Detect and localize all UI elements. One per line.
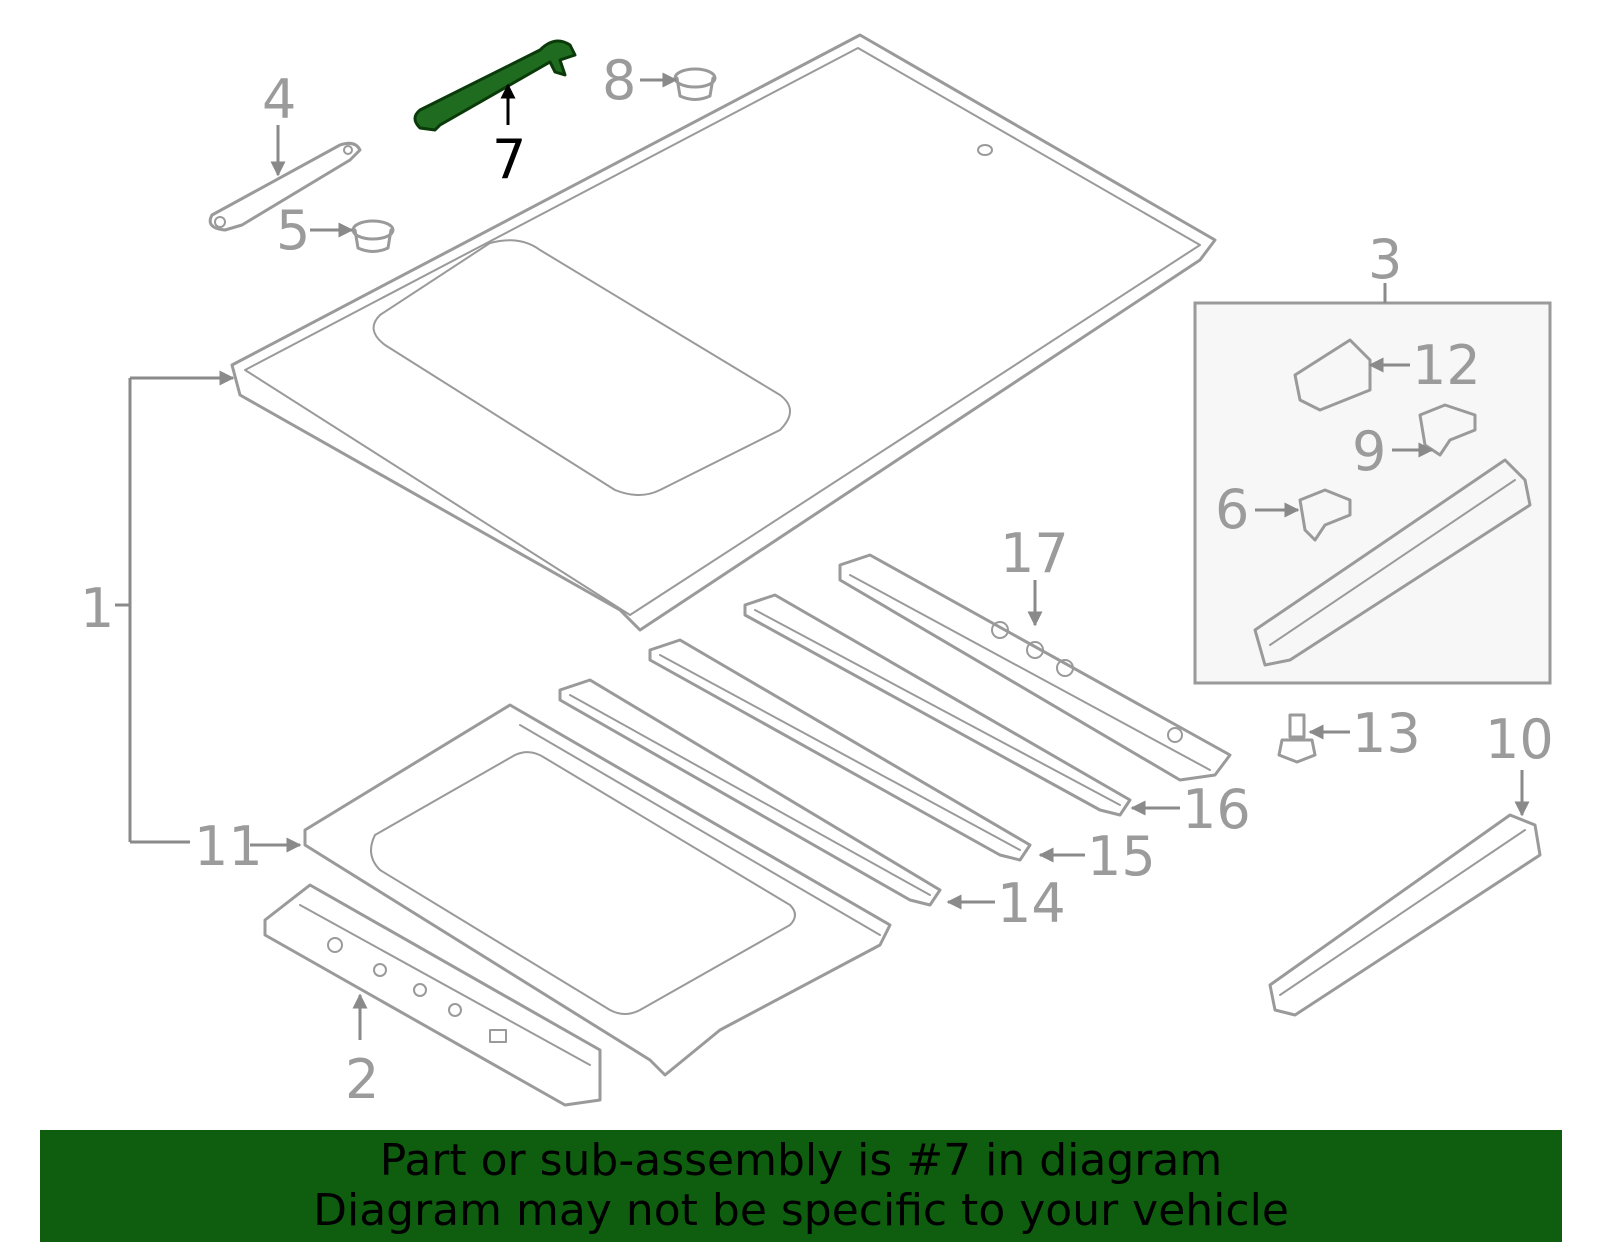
part-10-side-rail[interactable] bbox=[1268, 813, 1542, 1017]
callout-15[interactable]: 15 bbox=[1087, 825, 1156, 888]
info-banner: Part or sub-assembly is #7 in diagram Di… bbox=[40, 1130, 1562, 1242]
callout-4[interactable]: 4 bbox=[262, 68, 296, 131]
part-5-clip[interactable] bbox=[351, 219, 395, 253]
banner-line-2: Diagram may not be specific to your vehi… bbox=[313, 1185, 1289, 1236]
part-15-roof-bow[interactable] bbox=[648, 638, 1032, 862]
callout-16[interactable]: 16 bbox=[1182, 778, 1251, 841]
callout-13[interactable]: 13 bbox=[1352, 702, 1421, 765]
callout-8[interactable]: 8 bbox=[602, 49, 636, 112]
callout-2[interactable]: 2 bbox=[345, 1048, 379, 1111]
part-14-roof-bow[interactable] bbox=[558, 678, 942, 907]
part-17-roof-bow[interactable] bbox=[838, 553, 1232, 782]
callout-5[interactable]: 5 bbox=[276, 199, 310, 262]
part-13-bolt[interactable] bbox=[1277, 713, 1317, 764]
callout-11[interactable]: 11 bbox=[194, 815, 263, 878]
part-4-bracket[interactable] bbox=[208, 141, 362, 232]
callout-6[interactable]: 6 bbox=[1215, 478, 1249, 541]
callout-1[interactable]: 1 bbox=[80, 577, 114, 640]
part-12-gusset[interactable] bbox=[1293, 338, 1372, 412]
callout-9[interactable]: 9 bbox=[1352, 420, 1386, 483]
side-rail-reinforcement[interactable] bbox=[1253, 458, 1532, 667]
part-2-front-rail[interactable] bbox=[263, 883, 602, 1107]
callout-14[interactable]: 14 bbox=[997, 872, 1066, 935]
callout-12[interactable]: 12 bbox=[1412, 334, 1481, 397]
roof-panel[interactable] bbox=[230, 33, 1217, 632]
callout-labels: 1 2 3 4 5 7 8 6 9 10 11 12 13 14 15 16 1… bbox=[80, 49, 1554, 1111]
callout-3[interactable]: 3 bbox=[1368, 228, 1402, 291]
callout-10[interactable]: 10 bbox=[1485, 708, 1554, 771]
leader-lines bbox=[115, 72, 1530, 1040]
part-7-bracket-highlighted[interactable] bbox=[413, 39, 577, 132]
banner-line-1: Part or sub-assembly is #7 in diagram bbox=[379, 1135, 1223, 1186]
part-6-bracket[interactable] bbox=[1298, 488, 1352, 542]
part-11-roof-frame[interactable] bbox=[303, 703, 892, 1077]
part-16-roof-bow[interactable] bbox=[743, 593, 1132, 817]
callout-17[interactable]: 17 bbox=[1000, 522, 1069, 585]
part-8-clip[interactable] bbox=[673, 67, 717, 101]
callout-7[interactable]: 7 bbox=[492, 128, 526, 191]
